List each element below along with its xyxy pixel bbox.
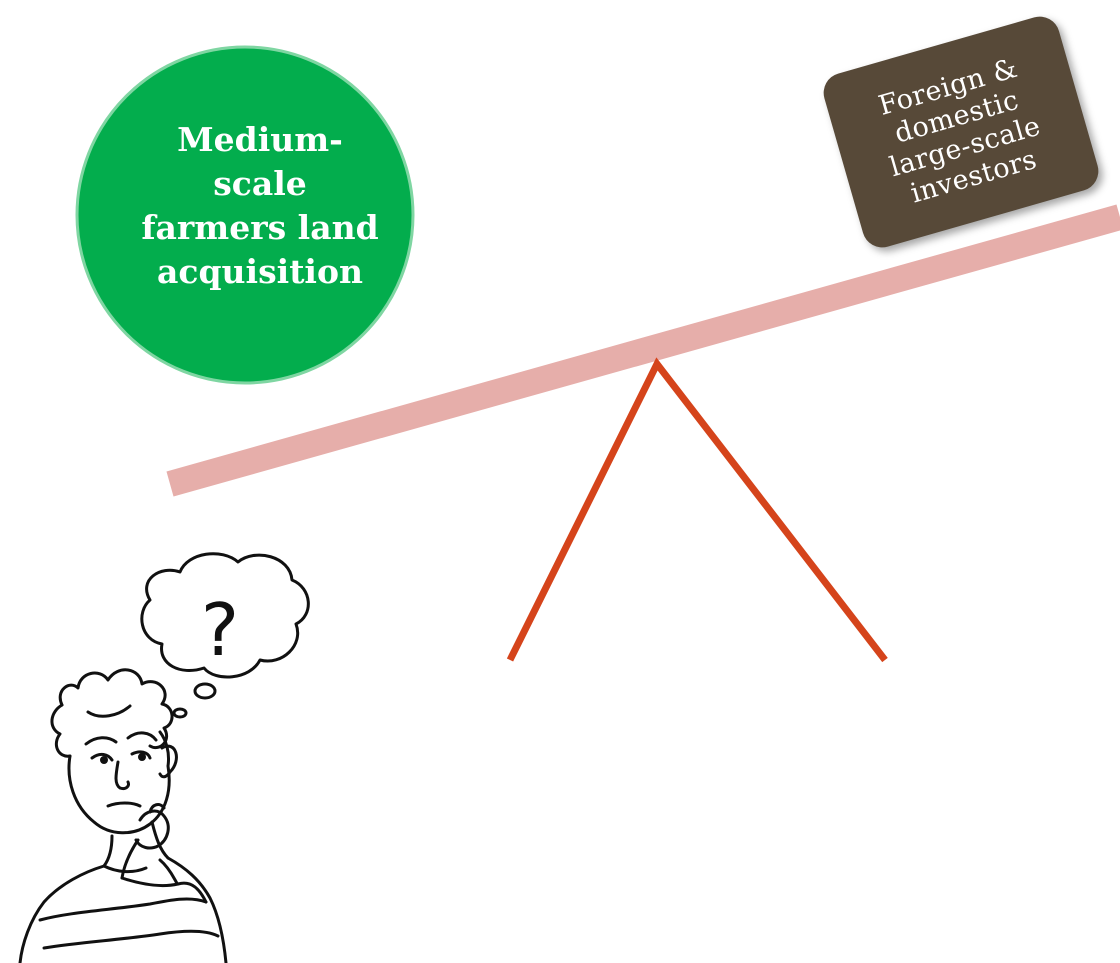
thinking-man-illustration: ? [18, 552, 310, 963]
seesaw-fulcrum [506, 357, 888, 663]
seesaw-beam [166, 204, 1120, 497]
tiny-bubble-icon [172, 707, 188, 719]
circle-label-line: acquisition [157, 252, 363, 291]
small-bubble-icon [193, 682, 217, 700]
question-mark: ? [201, 588, 239, 672]
medium-scale-farmers-label: Medium- scale farmers land acquisition [110, 118, 410, 294]
medium-scale-farmers-circle [75, 45, 415, 385]
circle-label-line: scale [213, 164, 307, 203]
circle-label-line: Medium- [177, 120, 343, 159]
circle-label-line: farmers land [141, 208, 379, 247]
thought-bubble-icon [140, 552, 310, 679]
